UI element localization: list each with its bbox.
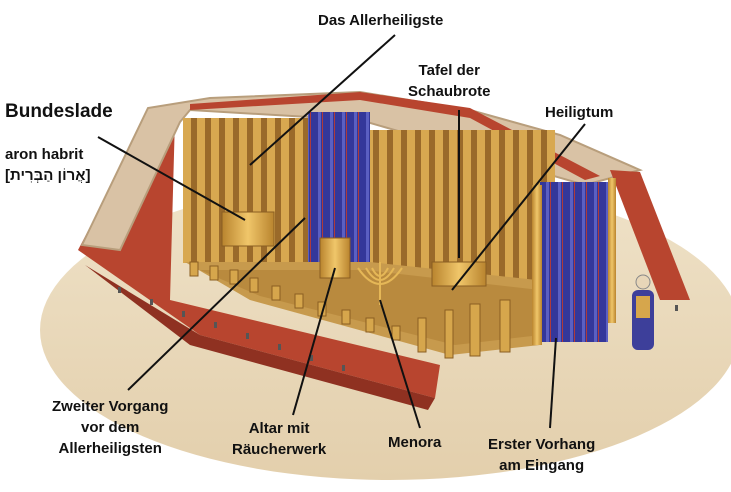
label-allerheiligste-text: Das Allerheiligste <box>318 12 444 29</box>
high-priest-figure <box>632 274 654 350</box>
label-zweiter-vorgang: Zweiter Vorgang vor dem Allerheiligsten <box>52 396 168 459</box>
label-aron-line-2: [אֲרוֹן הַבְּרִית] <box>5 167 91 184</box>
label-bundeslade: Bundeslade <box>5 100 113 124</box>
label-menora-text: Menora <box>388 434 442 451</box>
label-menora: Menora <box>388 432 441 453</box>
entrance-pillar <box>532 185 542 345</box>
label-altar-line-2: Räucherwerk <box>232 441 327 458</box>
leader-altar <box>292 267 336 416</box>
label-altar-line-1: Altar mit <box>248 420 310 437</box>
leader-lines <box>97 34 586 429</box>
label-zweiter-line-3: Allerheiligsten <box>58 440 162 457</box>
label-bundeslade-text: Bundeslade <box>5 101 113 122</box>
label-heiligtum: Heiligtum <box>545 102 613 123</box>
red-covering-left <box>78 112 440 398</box>
label-erster-line-2: am Eingang <box>499 457 585 474</box>
leader-bundeslade <box>97 136 246 221</box>
tent-pegs <box>118 287 678 371</box>
label-heiligtum-text: Heiligtum <box>545 104 614 121</box>
label-tafel-line-2: Schaubrote <box>408 83 491 100</box>
menorah <box>357 262 403 305</box>
label-altar: Altar mit Räucherwerk <box>232 418 326 460</box>
label-allerheiligste: Das Allerheiligste <box>318 10 443 31</box>
red-covering-fold <box>85 265 435 410</box>
red-covering-right <box>610 170 690 300</box>
label-aron: aron habrit [אֲרוֹן הַבְּרִית] <box>5 144 90 186</box>
leader-heiligtum <box>451 123 586 291</box>
leader-allerheiligste <box>249 34 396 166</box>
entrance-pillar-right <box>608 178 616 323</box>
leader-zweiter <box>127 217 306 391</box>
label-aron-line-1: aron habrit <box>5 146 84 163</box>
incense-altar <box>319 237 351 279</box>
leader-erster <box>549 337 557 429</box>
floor-shade <box>200 270 540 345</box>
label-tafel-line-1: Tafel der <box>418 62 480 79</box>
label-zweiter-line-1: Zweiter Vorgang <box>52 398 169 415</box>
leader-menora <box>379 299 421 429</box>
label-erster-line-1: Erster Vorhang <box>488 436 596 453</box>
label-zweiter-line-2: vor dem <box>81 419 140 436</box>
holy-place-wall-boards <box>370 130 555 280</box>
ark-of-covenant <box>221 211 275 247</box>
entrance-curtain <box>540 182 608 342</box>
front-pillar-row <box>189 261 511 359</box>
label-erster-vorhang: Erster Vorhang am Eingang <box>488 434 595 476</box>
label-tafel: Tafel der Schaubrote <box>408 60 491 102</box>
